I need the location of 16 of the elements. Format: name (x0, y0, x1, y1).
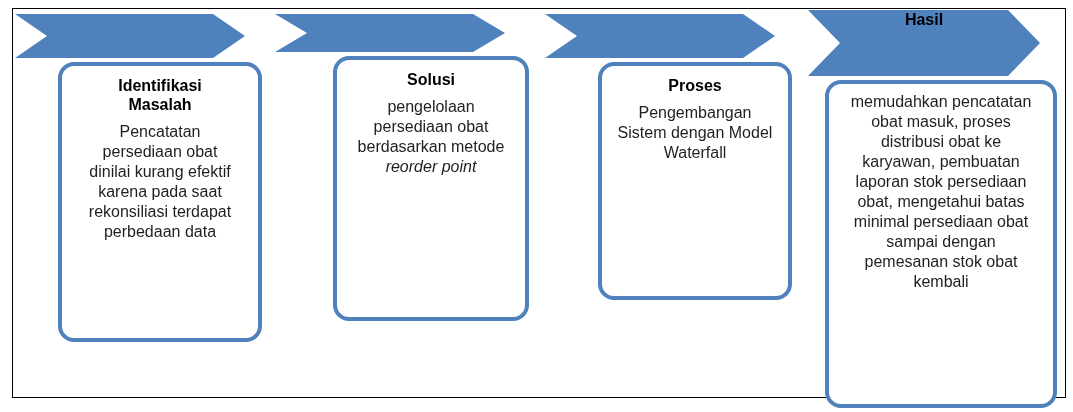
stage-description: pengelolaan persediaan obat berdasarkan metode reorder point (356, 97, 506, 177)
stage-card (58, 62, 262, 342)
stage-card (333, 56, 529, 321)
chevron-shape (545, 14, 775, 58)
stage-card (598, 62, 792, 300)
stage-heading: Solusi (406, 70, 456, 89)
chevron-shape (15, 14, 245, 58)
stage-card (825, 80, 1057, 408)
stage-description: Pengembangan Sistem dengan Model Waterfall (616, 103, 774, 163)
stage-description: memudahkan pencatatan obat masuk, proses distribusi obat ke karyawan, pembuatan laporan stok persediaan obat, mengetahui batas minimal persediaan obat sampai dengan pemesanan stok obat kembali (849, 92, 1033, 292)
chevron-shape (808, 10, 1040, 76)
stage-heading: Hasil (904, 10, 944, 29)
stage-description: Pencatatan persediaan obat dinilai kurang efektif karena pada saat rekonsiliasi terdapat perbedaan data (87, 122, 233, 242)
stage-heading: Proses (667, 76, 723, 95)
stage-heading: Identifikasi Masalah (117, 76, 203, 114)
chevron-shape (275, 14, 505, 52)
